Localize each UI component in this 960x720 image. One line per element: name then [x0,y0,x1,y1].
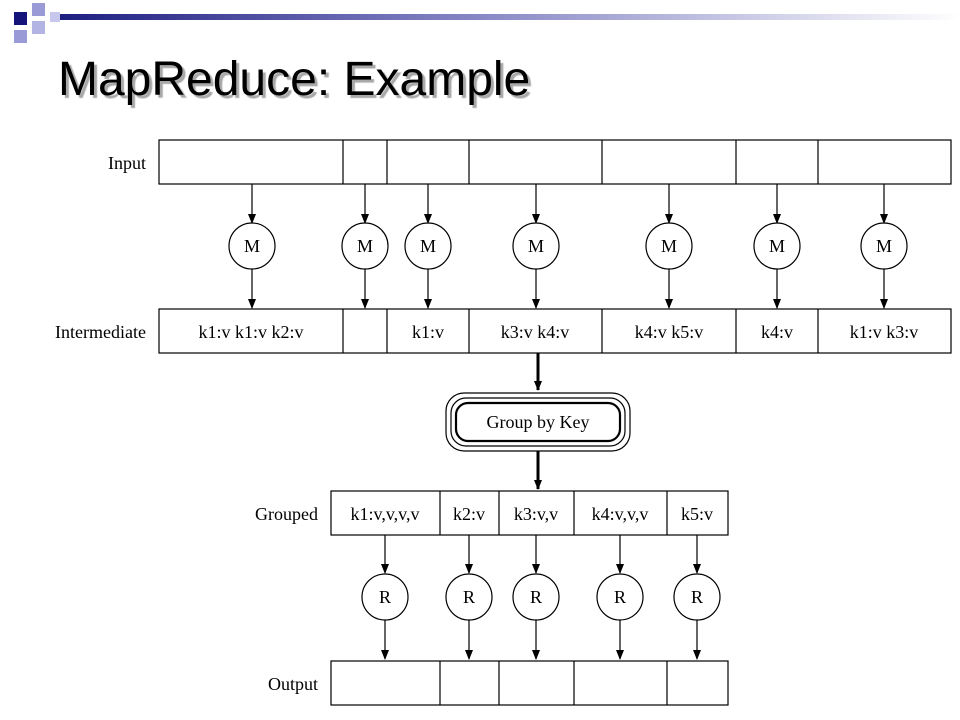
deco-square-light [50,12,60,22]
deco-square-light [32,21,45,34]
output-row [330,660,729,706]
deco-square-light [14,30,27,43]
intermediate-cell: k4:v k5:v [635,322,704,342]
grouped-cell: k5:v [681,504,713,524]
deco-square-light [32,3,45,16]
row-label-grouped: Grouped [255,504,318,524]
map-label: M [661,236,677,256]
reduce-label: R [614,587,626,607]
row-label-input: Input [108,153,146,173]
map-label: M [528,236,544,256]
intermediate-cell: k1:v [412,322,444,342]
map-label: M [769,236,785,256]
group-by-key-label: Group by Key [487,412,590,432]
reduce-label: R [463,587,475,607]
intermediate-cell: k4:v [761,322,793,342]
intermediate-cell: k1:v k3:v [850,322,919,342]
reduce-label: R [691,587,703,607]
deco-gradient-bar [60,14,960,20]
map-label: M [876,236,892,256]
map-label: M [244,236,260,256]
grouped-cell: k2:v [453,504,485,524]
intermediate-row [158,308,952,354]
grouped-cell: k4:v,v,v [592,504,649,524]
intermediate-cell: k3:v k4:v [501,322,570,342]
reduce-label: R [530,587,542,607]
grouped-cell: k1:v,v,v,v [351,504,420,524]
map-label: M [420,236,436,256]
slide-title: MapReduce: Example [58,53,531,106]
row-label-intermediate: Intermediate [55,322,146,342]
deco-square-dark [14,12,27,25]
intermediate-cell: k1:v k1:v k2:v [198,322,303,342]
slide-decoration [14,3,960,43]
row-label-output: Output [268,674,318,694]
map-label: M [357,236,373,256]
grouped-row [330,490,729,536]
grouped-cell: k3:v,v [514,504,558,524]
reduce-label: R [379,587,391,607]
input-row [158,139,952,185]
